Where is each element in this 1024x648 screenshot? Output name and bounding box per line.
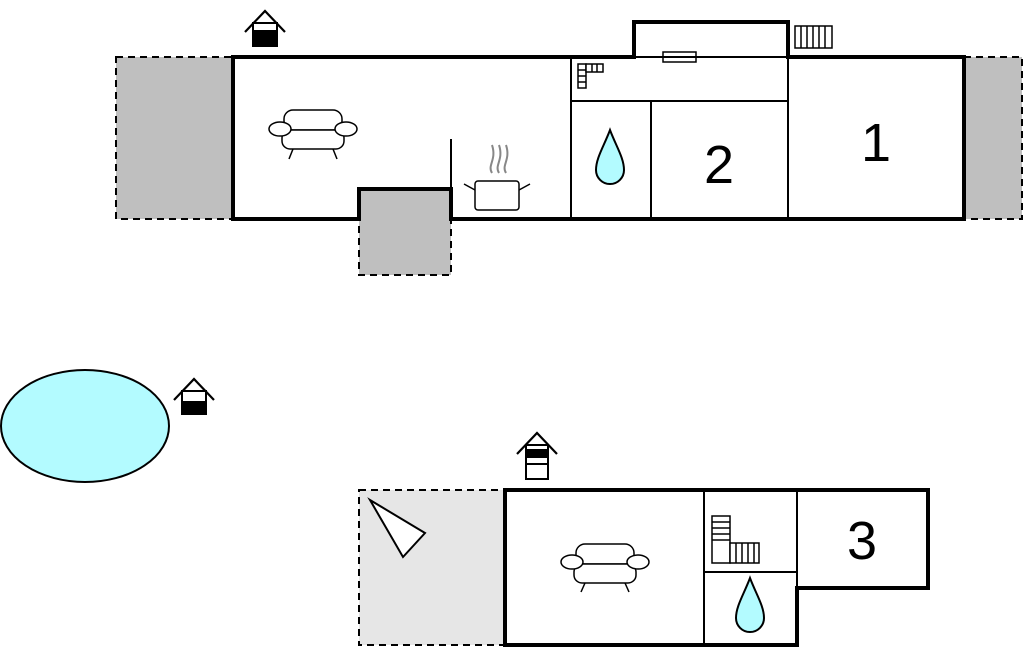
main-building: 2 1 xyxy=(115,9,1023,276)
kitchen-pot-icon xyxy=(463,144,531,211)
entrance-icon xyxy=(244,9,286,47)
bathroom-drop-icon xyxy=(594,127,626,185)
pool xyxy=(0,369,170,483)
annex-building: 3 xyxy=(358,431,930,647)
terrace-east xyxy=(963,56,1023,220)
terrace-west xyxy=(115,56,234,220)
pool-entrance-icon xyxy=(173,377,215,415)
annex-entrance-icon xyxy=(516,431,558,480)
room-number-1: 1 xyxy=(861,113,891,173)
sun-lounger-icon xyxy=(367,497,427,559)
room-number-2: 2 xyxy=(704,135,734,195)
annex-stairs-icon xyxy=(711,515,760,564)
sofa-icon xyxy=(268,109,358,160)
window xyxy=(662,51,697,63)
annex-sofa-icon xyxy=(560,543,650,593)
stairs-icon xyxy=(577,63,604,89)
south-terrace-fill xyxy=(361,191,449,217)
annex-bathroom-drop-icon xyxy=(734,575,766,633)
exterior-stairs-icon xyxy=(794,25,833,49)
room-number-3: 3 xyxy=(847,511,877,571)
